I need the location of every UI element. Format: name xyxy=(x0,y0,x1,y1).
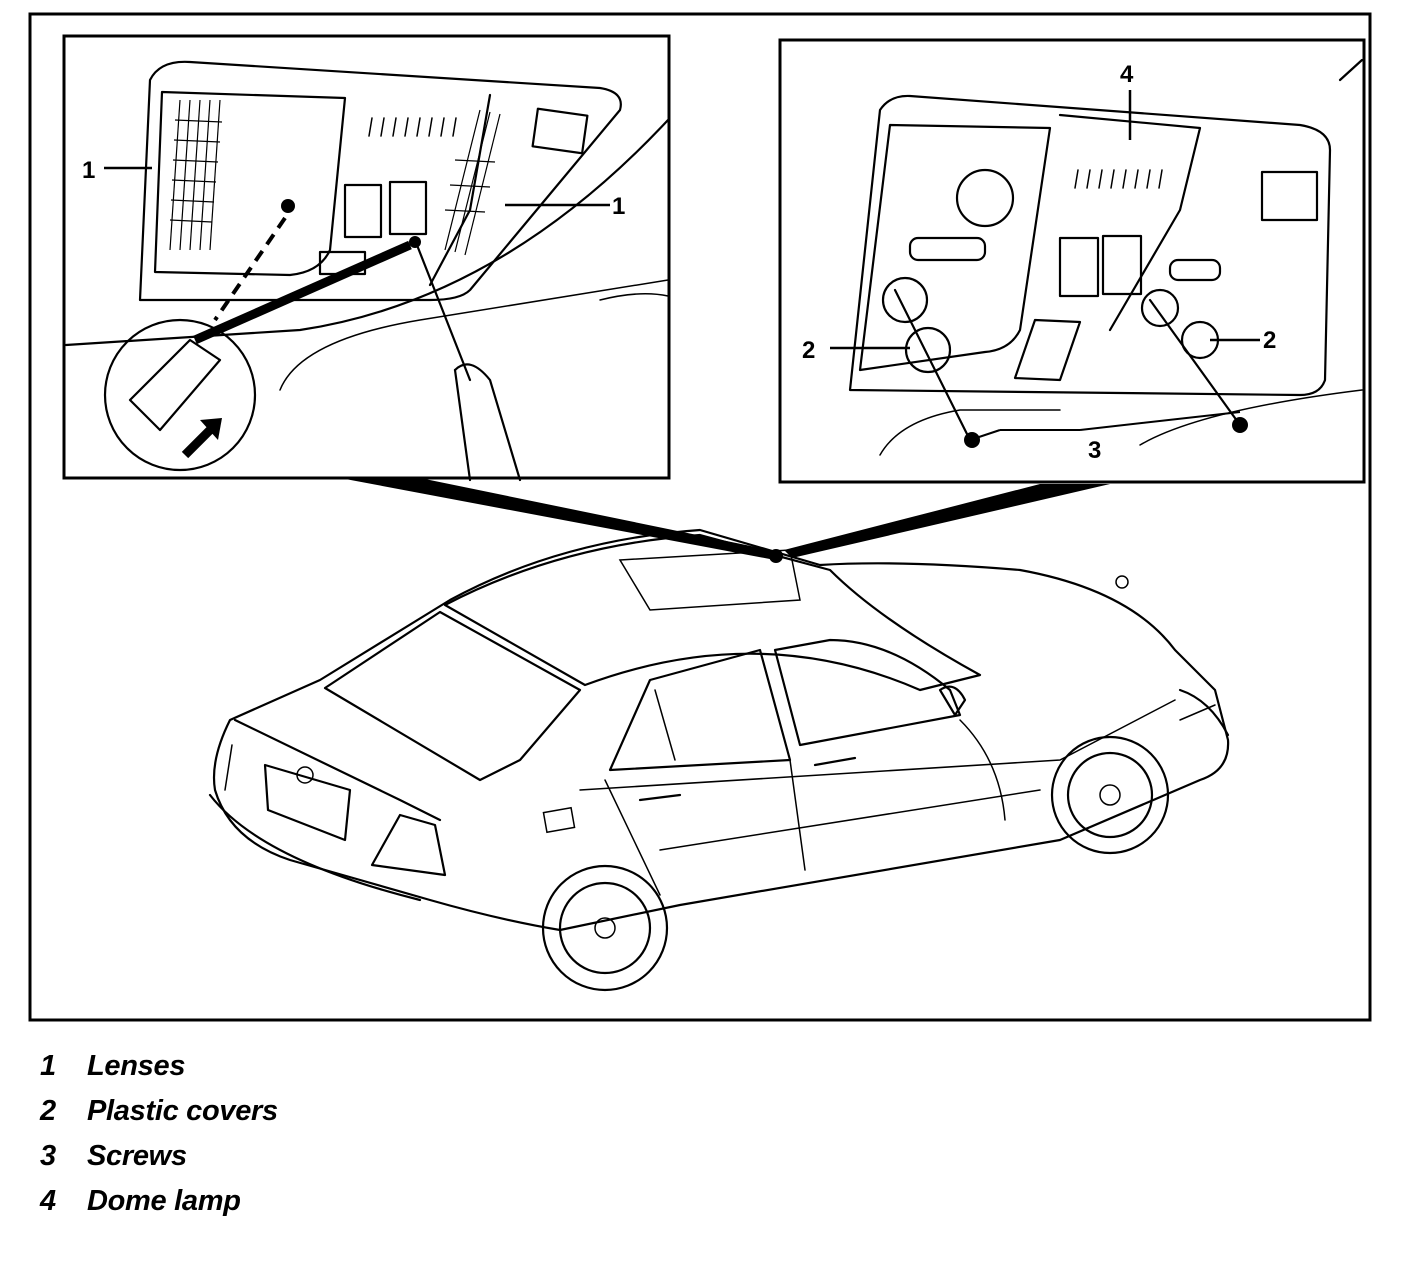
legend-label: Dome lamp xyxy=(87,1185,241,1217)
left-inset-lenses xyxy=(62,34,671,482)
legend-item: 4 Dome lamp xyxy=(36,1185,278,1230)
callout-plastic-cover-left: 2 xyxy=(802,337,815,364)
legend-number: 3 xyxy=(40,1140,56,1172)
legend-item: 1 Lenses xyxy=(36,1050,278,1095)
outer-frame xyxy=(28,12,1372,1022)
legend-number: 4 xyxy=(40,1185,56,1217)
legend-item: 2 Plastic covers xyxy=(36,1095,278,1140)
right-inset-dome-lamp xyxy=(778,38,1366,484)
legend-label: Screws xyxy=(87,1140,187,1172)
callout-dome-lamp: 4 xyxy=(1120,61,1134,88)
legend-item: 3 Screws xyxy=(36,1140,278,1185)
pointer-wedge-left xyxy=(340,478,780,560)
legend: 1 Lenses 2 Plastic covers 3 Screws 4 Dom… xyxy=(36,1050,278,1230)
legend-label: Plastic covers xyxy=(87,1095,278,1127)
callout-lens-left: 1 xyxy=(82,157,95,184)
legend-number: 1 xyxy=(40,1050,56,1082)
callout-lens-right: 1 xyxy=(612,193,625,220)
legend-label: Lenses xyxy=(87,1050,186,1082)
callout-screws: 3 xyxy=(1088,437,1101,464)
car-illustration xyxy=(208,528,1230,992)
pointer-wedge-right xyxy=(784,484,1110,558)
legend-number: 2 xyxy=(40,1095,56,1127)
callout-plastic-cover-right: 2 xyxy=(1263,327,1276,354)
